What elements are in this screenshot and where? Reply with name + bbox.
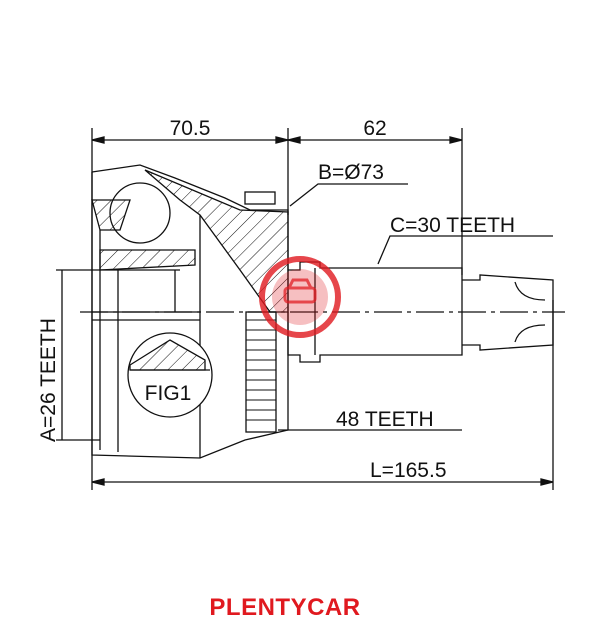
dim-62: 62 [363,117,386,140]
dim-l: L=165.5 [370,459,447,482]
housing-top [91,164,289,312]
dim-70-5: 70.5 [170,117,211,140]
leader-b [289,183,408,207]
dim-a: A=26 TEETH [37,318,60,442]
leader-c [377,235,553,265]
clip [244,191,276,205]
brand-name: PLENTYCAR [209,594,361,621]
dim-48: 48 TEETH [336,408,434,431]
plentycar-watermark-logo [259,256,341,338]
fig1-label: FIG1 [145,382,192,405]
ball [109,182,171,244]
housing-bottom [91,172,289,459]
dim-b: B=Ø73 [318,161,384,184]
dim-c: C=30 TEETH [390,214,515,237]
